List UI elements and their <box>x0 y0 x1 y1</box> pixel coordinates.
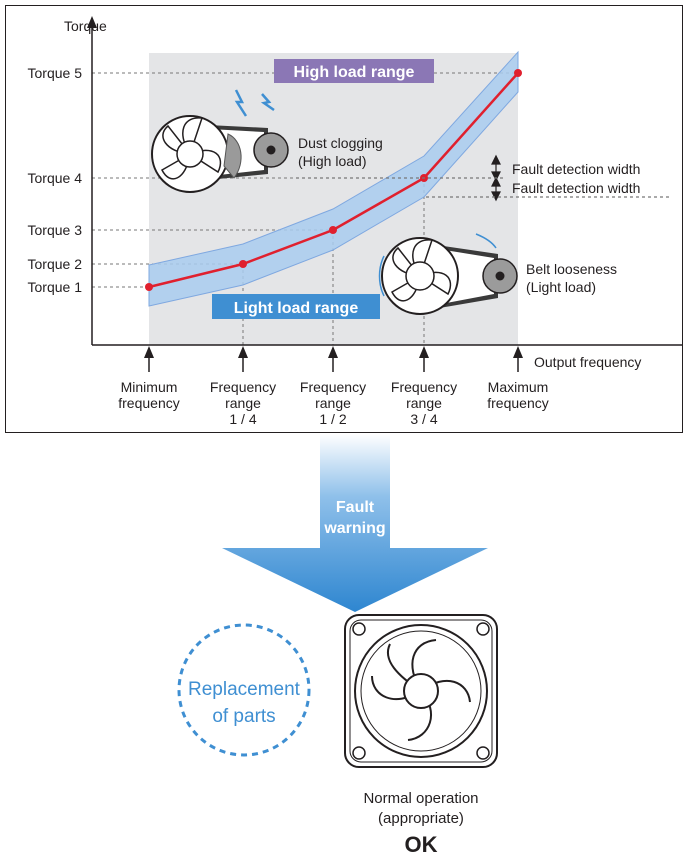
y-tick-label: Torque 2 <box>28 256 83 272</box>
y-tick-label: Torque 4 <box>28 170 83 186</box>
x-tick-arrowhead <box>328 346 338 358</box>
belt-label-line2: (Light load) <box>526 279 596 295</box>
chart-frame: Torque Output frequency Torque 1 Torque 2… <box>5 5 683 433</box>
torque-chart: Torque Output frequency Torque 1 Torque 2… <box>28 16 682 427</box>
x-axis-label: Output frequency <box>534 354 641 370</box>
x-tick-label: Frequency <box>210 379 276 395</box>
fault-detection-band <box>148 50 519 307</box>
replacement-line2: of parts <box>212 706 275 727</box>
y-tick-label: Torque 5 <box>28 65 83 81</box>
data-point <box>514 69 522 77</box>
x-tick-label: range <box>315 395 351 411</box>
fault-width-markers <box>296 154 671 202</box>
x-tick-label: 1 / 2 <box>319 411 346 427</box>
x-tick-label: 1 / 4 <box>229 411 256 427</box>
dust-label-line2: (High load) <box>298 153 366 169</box>
fault-warning-line2: warning <box>323 520 385 537</box>
replacement-circle <box>177 623 311 757</box>
light-load-label: Light load range <box>234 300 359 317</box>
x-tick-label: Frequency <box>391 379 457 395</box>
x-tick-arrowhead <box>419 346 429 358</box>
fault-width-label-1: Fault detection width <box>512 161 640 177</box>
ok-label: OK <box>405 832 438 857</box>
normal-operation-line1: Normal operation <box>363 790 478 807</box>
data-point <box>329 226 337 234</box>
data-points <box>145 69 522 291</box>
y-tick-label: Torque 3 <box>28 222 83 238</box>
fault-width-label-2: Fault detection width <box>512 180 640 196</box>
x-tick-arrowhead <box>513 346 523 358</box>
y-tick-labels: Torque 1 Torque 2 Torque 3 Torque 4 Torque 5 <box>28 65 83 295</box>
fault-warning-line1: Fault <box>336 499 375 516</box>
data-point <box>239 260 247 268</box>
belt-label-line1: Belt looseness <box>526 261 617 277</box>
x-tick-arrowhead <box>144 346 154 358</box>
y-axis-label: Torque <box>64 18 107 34</box>
x-tick-label: Maximum <box>488 379 549 395</box>
y-axis-arrow <box>87 16 97 28</box>
x-tick-label: range <box>225 395 261 411</box>
high-load-label: High load range <box>294 64 415 81</box>
normal-operation-line2: (appropriate) <box>378 810 464 827</box>
replacement-line1: Replacement <box>188 679 301 700</box>
belt-fan-icon <box>378 233 518 315</box>
x-tick-label: Minimum <box>121 379 178 395</box>
dust-label-line1: Dust clogging <box>298 135 383 151</box>
y-tick-label: Torque 1 <box>28 279 83 295</box>
dust-fan-icon <box>151 89 289 193</box>
data-point <box>145 283 153 291</box>
x-tick-label: frequency <box>118 395 179 411</box>
x-tick-label: range <box>406 395 442 411</box>
x-tick-label: frequency <box>487 395 548 411</box>
high-load-tag-bg <box>274 59 434 83</box>
light-load-tag-bg <box>212 294 380 319</box>
x-tick-arrowhead <box>238 346 248 358</box>
fault-warning-arrow <box>222 434 488 612</box>
x-tick-label: Frequency <box>300 379 366 395</box>
case-fan-icon <box>344 614 498 768</box>
x-tick-label: 3 / 4 <box>410 411 437 427</box>
